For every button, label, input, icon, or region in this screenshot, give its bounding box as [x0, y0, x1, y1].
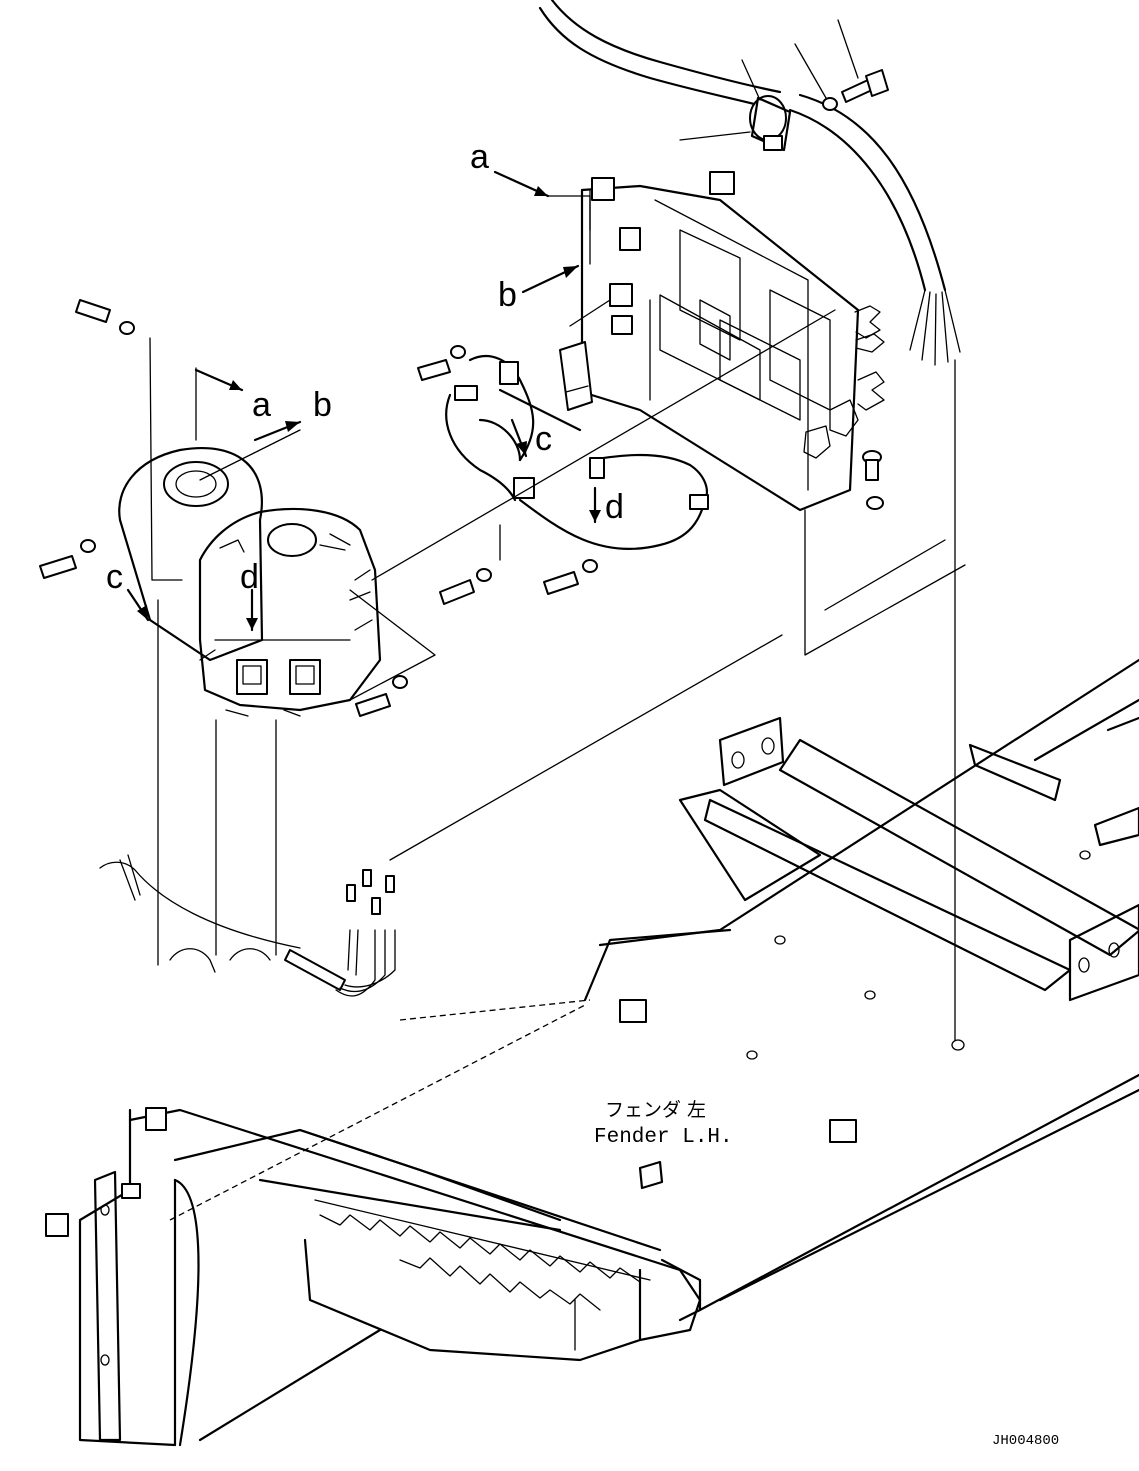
- callout-c-left: c: [106, 558, 123, 596]
- fender-frame: [169, 658, 1139, 1312]
- washer-pumps: [225, 659, 321, 717]
- fender-label-english: Fender L.H.: [594, 1126, 733, 1149]
- leader-lines: [149, 189, 966, 1041]
- tank-bolts: [39, 299, 408, 717]
- wire-terminals: [346, 869, 395, 915]
- callout-d-upper: d: [605, 488, 624, 526]
- fender-step: [128, 1108, 702, 1362]
- harness-assembly: [445, 341, 709, 550]
- washer-tank: [118, 447, 382, 712]
- fender-side-panel: [45, 1107, 702, 1447]
- callout-c-upper: c: [535, 420, 552, 458]
- callout-arrows: [126, 170, 601, 632]
- bracket-bolt-right: [862, 450, 884, 510]
- drawing-code: JH004800: [992, 1433, 1059, 1449]
- sensor-wires: [99, 854, 396, 997]
- clamp-bolt: [837, 19, 889, 103]
- fender-label-japanese: フェンダ 左: [605, 1099, 706, 1121]
- callout-d-left: d: [240, 558, 259, 596]
- callout-b-left: b: [313, 386, 332, 424]
- callout-a-left: a: [252, 386, 271, 424]
- hose-clamp: [679, 59, 792, 152]
- callout-a-upper: a: [470, 138, 489, 176]
- harness-bolt-lower: [439, 559, 598, 605]
- callout-b-upper: b: [498, 276, 517, 314]
- bracket-connectors: [803, 305, 885, 459]
- harness-bolt-upper: [417, 345, 466, 381]
- clamp-washer: [794, 43, 838, 111]
- bracket-rubber-mounts: [591, 171, 735, 335]
